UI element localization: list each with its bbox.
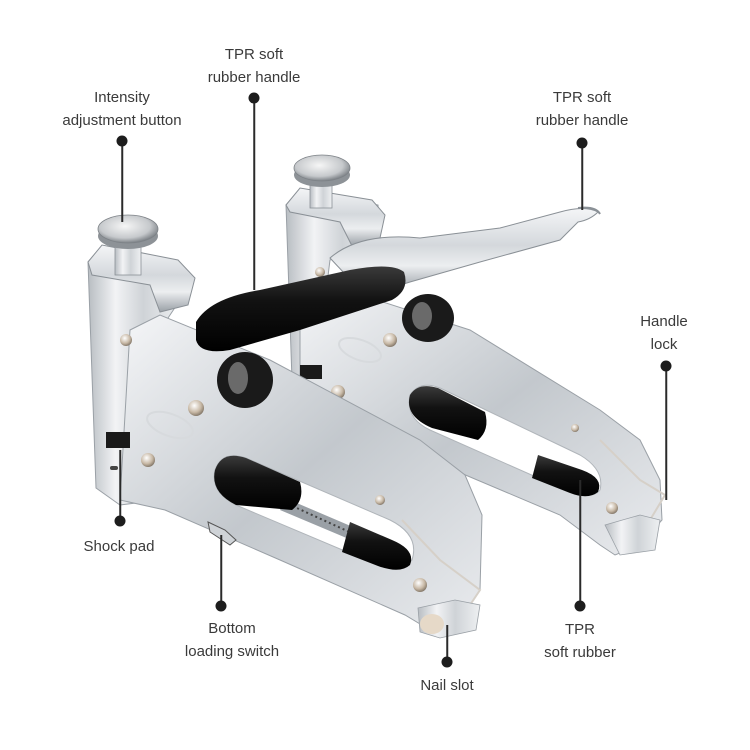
label-line: rubber handle xyxy=(207,69,301,86)
callout-dot xyxy=(574,600,586,612)
callout-label-shock-pad: Shock pad xyxy=(84,535,155,558)
leader-line xyxy=(581,143,583,210)
leader-line xyxy=(579,480,581,606)
callout-label-handle-lock: Handle lock xyxy=(640,310,688,356)
callout-label-tpr-soft-rubber: TPR soft rubber xyxy=(544,618,616,664)
label-line: TPR soft xyxy=(224,46,284,63)
label-line: TPR xyxy=(565,621,595,638)
callout-dot xyxy=(441,656,453,668)
leader-line xyxy=(446,625,448,662)
callout-dot xyxy=(576,137,588,149)
callout-label-bottom-loading-switch: Bottom loading switch xyxy=(185,617,279,663)
leader-line xyxy=(665,366,667,500)
label-line: Shock pad xyxy=(83,538,155,555)
leader-line xyxy=(220,535,222,606)
callout-label-tpr-soft-rubber-handle-right: TPR soft rubber handle xyxy=(536,86,629,132)
label-line: loading switch xyxy=(184,643,280,660)
leader-line xyxy=(121,141,123,222)
label-line: TPR soft xyxy=(552,89,612,106)
label-line: lock xyxy=(650,336,678,353)
label-line: Handle xyxy=(640,313,688,330)
callout-dot xyxy=(215,600,227,612)
front-staple-gun xyxy=(87,214,483,639)
label-line: soft rubber xyxy=(544,644,616,661)
callout-label-tpr-soft-rubber-handle: TPR soft rubber handle xyxy=(208,43,301,89)
label-line: Bottom xyxy=(208,620,256,637)
leader-line xyxy=(253,98,255,290)
label-line: rubber handle xyxy=(535,112,629,129)
callout-dot xyxy=(660,360,672,372)
callout-dot xyxy=(116,135,128,147)
label-line: adjustment button xyxy=(62,112,182,129)
callout-dot xyxy=(114,515,126,527)
callout-dot xyxy=(248,92,260,104)
leader-line xyxy=(119,450,121,521)
label-line: Intensity xyxy=(94,89,150,106)
callout-label-intensity-adjustment-button: Intensity adjustment button xyxy=(62,86,181,132)
label-line: Nail slot xyxy=(420,677,474,694)
callout-label-nail-slot: Nail slot xyxy=(420,674,473,697)
